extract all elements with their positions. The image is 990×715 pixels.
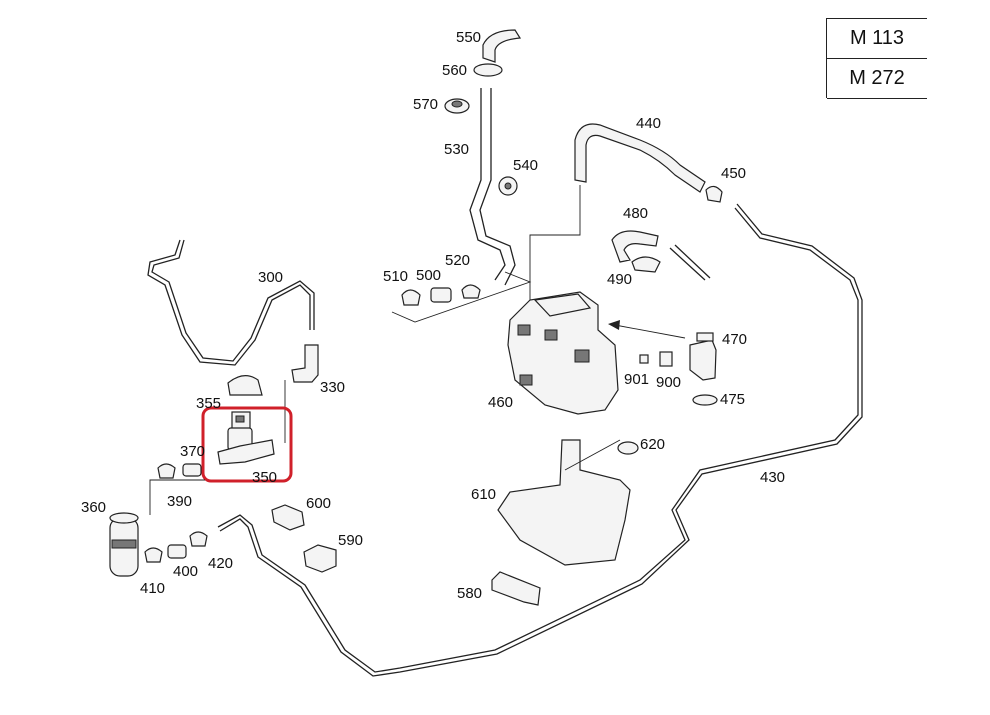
engine-variant-m113: M 113 [827, 18, 927, 59]
callout-590: 590 [338, 532, 363, 549]
callout-470: 470 [722, 331, 747, 348]
clamp-510 [401, 289, 421, 306]
callout-350: 350 [252, 469, 277, 486]
callout-530: 530 [444, 141, 469, 158]
callout-430: 430 [760, 469, 785, 486]
callout-560: 560 [442, 62, 467, 79]
clamp-410 [144, 547, 163, 563]
callout-400: 400 [173, 563, 198, 580]
hose-550 [482, 29, 522, 63]
callout-901: 901 [624, 371, 649, 388]
callout-600: 600 [306, 495, 331, 512]
callout-360: 360 [81, 499, 106, 516]
callout-300: 300 [258, 269, 283, 286]
clamp-490 [631, 256, 661, 273]
seal-475 [692, 394, 718, 406]
clamp-560 [473, 63, 503, 77]
arrow-pointer [614, 324, 686, 339]
valve-350 [217, 411, 275, 465]
callout-900: 900 [656, 374, 681, 391]
callout-610: 610 [471, 486, 496, 503]
clamp-370 [157, 463, 176, 479]
callout-500: 500 [416, 267, 441, 284]
clamp-450 [705, 185, 723, 203]
line-430 [217, 207, 859, 673]
clip-590 [303, 544, 337, 573]
hose-piece-500 [430, 287, 452, 303]
clamp-520 [461, 284, 481, 299]
callout-510: 510 [383, 268, 408, 285]
clamp-420 [189, 531, 208, 547]
callout-475: 475 [720, 391, 745, 408]
callout-460: 460 [488, 394, 513, 411]
callout-420: 420 [208, 555, 233, 572]
hose-440 [574, 123, 706, 193]
grommet-620 [617, 441, 639, 455]
clip-600 [271, 504, 305, 531]
callout-550: 550 [456, 29, 481, 46]
callout-370: 370 [180, 443, 205, 460]
fitting-901 [639, 354, 649, 364]
bracket-610 [497, 439, 631, 566]
canister-460 [507, 291, 619, 415]
callout-580: 580 [457, 585, 482, 602]
callout-570: 570 [413, 96, 438, 113]
callout-480: 480 [623, 205, 648, 222]
line-300 [147, 239, 311, 366]
callout-620: 620 [640, 436, 665, 453]
hose-480 [611, 230, 659, 263]
callout-520: 520 [445, 252, 470, 269]
hose-530 [469, 88, 506, 281]
hose-piece-390 [182, 463, 202, 477]
callout-390: 390 [167, 493, 192, 510]
callout-540: 540 [513, 157, 538, 174]
callout-440: 440 [636, 115, 661, 132]
valve-470 [689, 339, 717, 381]
bracket-355 [227, 375, 263, 396]
callout-355: 355 [196, 395, 221, 412]
engine-variant-m272: M 272 [827, 59, 927, 99]
clip-580 [491, 571, 541, 606]
connector-330 [291, 344, 319, 383]
callout-330: 330 [320, 379, 345, 396]
callout-490: 490 [607, 271, 632, 288]
engine-variant-table: M 113 M 272 [826, 18, 927, 99]
filter-360 [109, 512, 139, 577]
highlight-frame [201, 406, 293, 483]
callout-450: 450 [721, 165, 746, 182]
hose-piece-400 [167, 544, 187, 559]
callout-410: 410 [140, 580, 165, 597]
